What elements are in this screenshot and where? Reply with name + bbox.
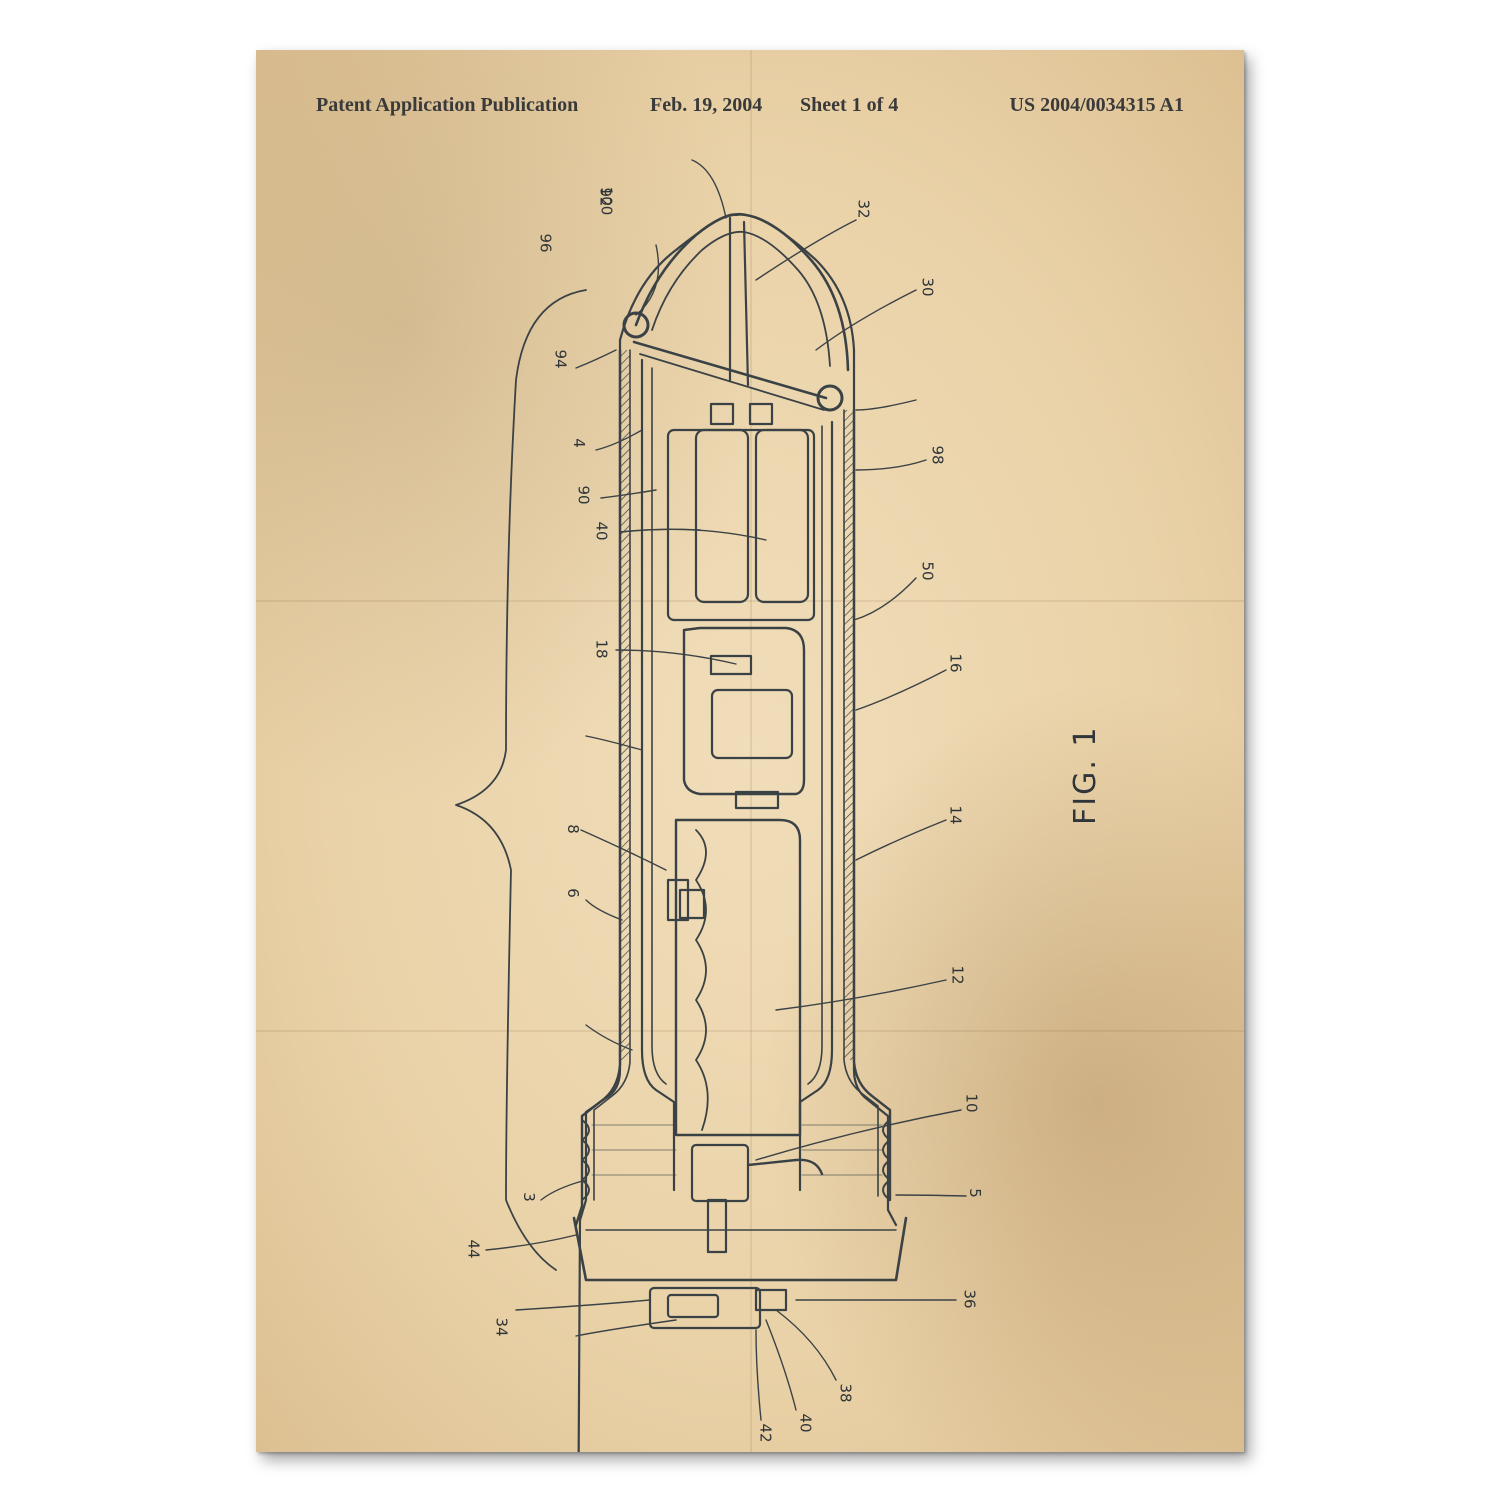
battery-right [754,428,810,604]
fold-line-horizontal-lower [256,1030,1244,1032]
ref-numeral: 42 [756,1423,775,1443]
threaded-base [581,1119,590,1201]
ref-numeral: 50 [918,561,937,581]
head-cap [634,212,850,372]
ref-numeral: 16 [946,653,965,673]
sensor-chip [709,654,753,676]
fold-line-vertical [750,50,752,1452]
ref-numeral: 44 [464,1239,483,1259]
patent-header: Patent Application Publication Feb. 19, … [256,94,1244,124]
ref-numeral: 40 [796,1413,815,1433]
ref-numeral: 90 [574,485,593,505]
ref-numeral: 8 [563,824,582,834]
ref-numeral: 92 [596,187,615,207]
ref-numeral: 5 [965,1188,984,1198]
ref-numeral: 18 [592,639,611,659]
patent-poster-canvas: Patent Application Publication Feb. 19, … [256,50,1244,1452]
ref-numeral: 34 [492,1317,511,1337]
patent-drawing [455,159,967,1452]
ref-numeral: 10 [962,1093,981,1113]
ref-numeral: 40 [592,521,611,541]
battery-left [694,428,750,604]
o-ring-left [622,311,650,339]
ref-numeral: 38 [836,1383,855,1403]
ref-numeral: 12 [948,965,967,985]
ref-numeral: 98 [928,445,947,465]
motor-block [710,688,794,760]
publication-label: Patent Application Publication [316,94,579,116]
ref-numeral: 3 [519,1192,538,1202]
end-cap [648,1286,762,1330]
ref-numeral: 96 [536,233,555,253]
patent-number: US 2004/0034315 A1 [1009,94,1184,116]
ref-numeral: 30 [918,277,937,297]
figure-label: FIG. 1 [1068,725,1103,825]
ref-numeral: 32 [854,199,873,219]
fold-line-horizontal [256,600,1244,602]
drive-unit [690,1143,750,1203]
outer-shell [577,338,622,1452]
ref-numeral: 4 [569,438,588,448]
ref-numeral: 6 [563,888,582,898]
ref-numeral: 14 [946,805,965,825]
sheet-number: Sheet 1 of 4 [800,94,899,116]
publication-date: Feb. 19, 2004 [650,94,763,116]
o-ring-right [816,384,844,412]
ref-numeral: 94 [551,349,570,369]
ref-numeral: 36 [960,1289,979,1309]
